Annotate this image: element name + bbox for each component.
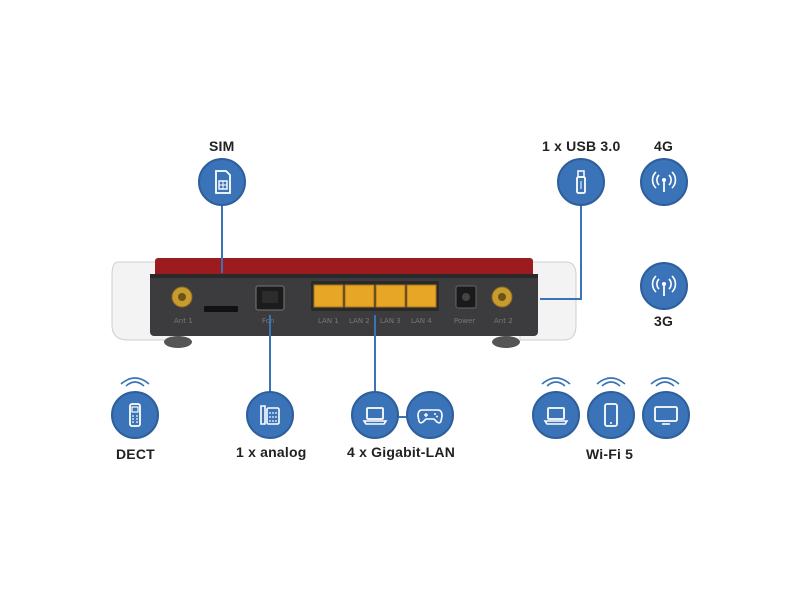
analog-bubble: [246, 391, 294, 439]
port-label-fon: Fon: [262, 317, 275, 325]
wifi-signal-icon: [596, 377, 626, 387]
analog-connector-line: [269, 315, 271, 395]
antenna-4g-icon: [651, 171, 677, 192]
lan-port-3: [375, 284, 406, 308]
label-wifi: Wi-Fi 5: [586, 446, 634, 462]
port-label-power: Power: [454, 317, 475, 325]
lan-port-4: [406, 284, 437, 308]
port-label-ant2: Ant 2: [494, 317, 513, 325]
wifi-signal-icon: [650, 377, 680, 387]
lan-connector-line: [374, 315, 376, 395]
wifi-signal-icon: [541, 377, 571, 387]
label-sim: SIM: [209, 138, 235, 154]
label-dect: DECT: [116, 446, 155, 462]
lan-port-1: [313, 284, 344, 308]
dect-bubble: [111, 391, 159, 439]
port-label-lan1: LAN 1: [318, 317, 339, 325]
wifi-laptop-bubble: [532, 391, 580, 439]
laptop-icon: [362, 407, 388, 425]
wifi-tablet-bubble: [587, 391, 635, 439]
lan-port-2: [344, 284, 375, 308]
router-foot-left: [164, 336, 192, 348]
usb-connector-line-v: [580, 203, 582, 300]
dect-phone-icon: [129, 403, 141, 427]
analog-phone-icon: [260, 405, 280, 425]
router-red-band: [155, 258, 533, 278]
gamepad-icon: [417, 409, 443, 424]
port-label-ant1: Ant 1: [174, 317, 193, 325]
antenna-3g-icon: [651, 275, 677, 296]
4g-bubble: [640, 158, 688, 206]
sim-card-icon: [215, 170, 231, 194]
port-label-lan3: LAN 3: [380, 317, 401, 325]
lan-laptop-bubble: [351, 391, 399, 439]
label-usb: 1 x USB 3.0: [542, 138, 621, 154]
usb-connector-line-h: [540, 298, 582, 300]
wifi-tv-bubble: [642, 391, 690, 439]
wifi-tablet-icon: [604, 403, 618, 427]
sim-connector-line: [221, 203, 223, 273]
router-foot-right: [492, 336, 520, 348]
dect-wifi-signal-icon: [120, 377, 150, 387]
3g-bubble: [640, 262, 688, 310]
usb-bubble: [557, 158, 605, 206]
label-3g: 3G: [654, 313, 674, 329]
wifi-laptop-icon: [543, 407, 569, 425]
sim-bubble: [198, 158, 246, 206]
label-analog: 1 x analog: [236, 444, 307, 460]
lan-gamepad-bubble: [406, 391, 454, 439]
label-4g: 4G: [654, 138, 674, 154]
lan-bubble-link: [398, 416, 410, 418]
port-label-lan2: LAN 2: [349, 317, 370, 325]
usb-stick-icon: [576, 170, 586, 194]
port-label-lan4: LAN 4: [411, 317, 432, 325]
label-lan: 4 x Gigabit-LAN: [347, 444, 456, 460]
sim-slot: [204, 306, 238, 312]
wifi-tv-icon: [654, 406, 678, 425]
